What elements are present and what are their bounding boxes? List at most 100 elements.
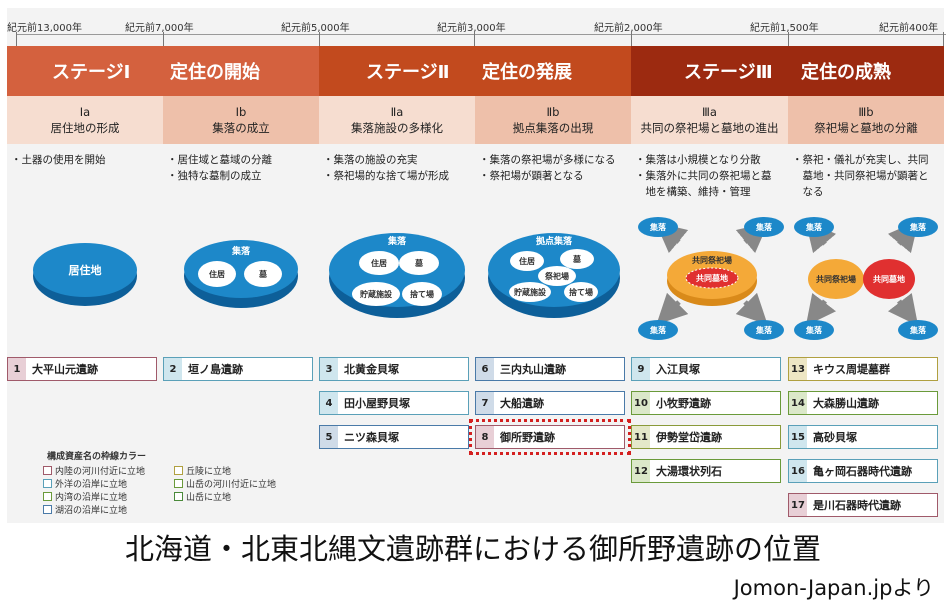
desc-line: 地を構築、維持・管理 <box>635 186 751 198</box>
site-num: 7 <box>476 392 494 414</box>
stage-band-1: ステージⅠ 定住の開始 <box>7 46 319 96</box>
desc-line: なる <box>792 186 824 198</box>
site-name: 小牧野遺跡 <box>656 397 711 410</box>
stage-title: 定住の開始 <box>170 62 260 83</box>
d6-b: 共同墓地 <box>873 274 905 284</box>
timeline-tick <box>16 32 17 46</box>
site-num: 14 <box>789 392 807 414</box>
timeline-tick <box>474 32 475 46</box>
d4-e: 捨て場 <box>569 287 593 297</box>
legend-title: 構成資産名の枠線カラー <box>47 452 147 462</box>
stage-title: 定住の発展 <box>482 62 572 83</box>
d5-inner: 共同墓地 <box>696 273 728 283</box>
sub-header: Ⅱb 拠点集落の出現 <box>475 96 631 144</box>
site-num: 16 <box>789 460 807 482</box>
sub-code: Ⅲa <box>702 105 717 119</box>
sub-code: Ⅲb <box>858 105 874 119</box>
d5-s1: 集落 <box>649 222 667 232</box>
site-name: 伊勢堂岱遺跡 <box>656 431 722 444</box>
timeline-label: 紀元前2,000年 <box>594 23 663 34</box>
site-num: 1 <box>8 358 26 380</box>
sub-code: Ⅱb <box>546 105 560 119</box>
sub-name: 居住地の形成 <box>50 121 120 135</box>
stage-band-3: ステージⅢ 定住の成熟 <box>631 46 944 96</box>
site-item-goshono[interactable]: 8 御所野遺跡 <box>475 425 625 449</box>
d4-a: 住居 <box>519 256 535 266</box>
site-item[interactable]: 1 大平山元遺跡 <box>7 357 157 381</box>
desc-line: 墓地・共同祭祀場が顕著と <box>792 170 929 182</box>
timeline-tick <box>943 32 944 46</box>
d6-s1: 集落 <box>805 222 823 232</box>
site-name: 大森勝山遺跡 <box>813 397 879 410</box>
stage-band-2: ステージⅡ 定住の発展 <box>319 46 631 96</box>
site-num: 8 <box>476 426 494 448</box>
legend-item: 山岳に立地 <box>174 490 231 503</box>
d6-s2: 集落 <box>909 222 927 232</box>
stage-label: ステージⅠ <box>52 62 131 83</box>
desc-line: ・集落の祭祀場が多様になる <box>479 154 616 166</box>
settlement-diagrams: 居住地 集落 住居 墓 集落 住居 墓 貯蔵施設 捨て場 拠点集落 <box>33 217 938 340</box>
desc-line: ・集落の施設の充実 <box>323 154 418 166</box>
timeline-tick <box>163 32 164 46</box>
site-name: 垣ノ島遺跡 <box>188 363 243 376</box>
timeline-tick <box>788 32 789 46</box>
legend-item: 湖沼の沿岸に立地 <box>43 503 127 516</box>
jomon-stage-chart: 紀元前13,000年 紀元前7,000年 紀元前5,000年 紀元前3,000年… <box>7 8 946 523</box>
d2-b: 墓 <box>258 269 268 279</box>
stage-description: ・集落の施設の充実・祭祀場的な捨て場が形成 <box>323 152 449 184</box>
timeline-tick <box>319 32 320 46</box>
site-item[interactable]: 12 大湯環状列石 <box>631 459 781 483</box>
d6-cemetery <box>863 259 915 299</box>
site-num: 3 <box>320 358 338 380</box>
site-name: 御所野遺跡 <box>500 431 555 444</box>
sub-name: 共同の祭祀場と墓地の進出 <box>640 121 779 135</box>
d5-s4: 集落 <box>755 325 773 335</box>
desc-line: ・集落は小規模となり分散 <box>635 154 761 166</box>
sub-name: 集落の成立 <box>212 121 270 135</box>
d4-d: 貯蔵施設 <box>514 287 547 297</box>
desc-line: ・祭祀場が顕著となる <box>479 170 584 182</box>
site-name: 大湯環状列石 <box>656 465 722 478</box>
sub-name: 集落施設の多様化 <box>351 121 443 135</box>
timeline-label: 紀元前7,000年 <box>125 23 194 34</box>
site-name: 入江貝塚 <box>656 363 700 376</box>
stage-description: ・土器の使用を開始 <box>11 152 106 168</box>
timeline-label: 紀元前13,000年 <box>7 23 82 34</box>
site-num: 12 <box>632 460 650 482</box>
site-item[interactable]: 14 大森勝山遺跡 <box>788 391 938 415</box>
highlight-goshono <box>469 419 631 455</box>
d4-c: 祭祀場 <box>545 271 569 281</box>
d1-dwelling <box>33 243 137 297</box>
site-name: 大平山元遺跡 <box>32 363 98 376</box>
d6-ritual-site <box>808 259 864 299</box>
d6-s4: 集落 <box>909 325 927 335</box>
sub-name: 拠点集落の出現 <box>512 121 594 135</box>
legend-item: 外洋の沿岸に立地 <box>43 477 127 490</box>
site-num: 6 <box>476 358 494 380</box>
site-num: 15 <box>789 426 807 448</box>
desc-line: ・集落外に共同の祭祀場と墓 <box>635 170 772 182</box>
legend-item: 内湾の沿岸に立地 <box>43 490 127 503</box>
source-credit: Jomon-Japan.jpより <box>733 576 934 600</box>
site-num: 5 <box>320 426 338 448</box>
d3-title: 集落 <box>387 235 407 247</box>
d3-c: 貯蔵施設 <box>360 289 393 299</box>
site-num: 13 <box>789 358 807 380</box>
d6-a: 共同祭祀場 <box>816 274 856 284</box>
d4-title: 拠点集落 <box>536 235 573 247</box>
sub-header: Ⅲa 共同の祭祀場と墓地の進出 <box>631 96 788 144</box>
